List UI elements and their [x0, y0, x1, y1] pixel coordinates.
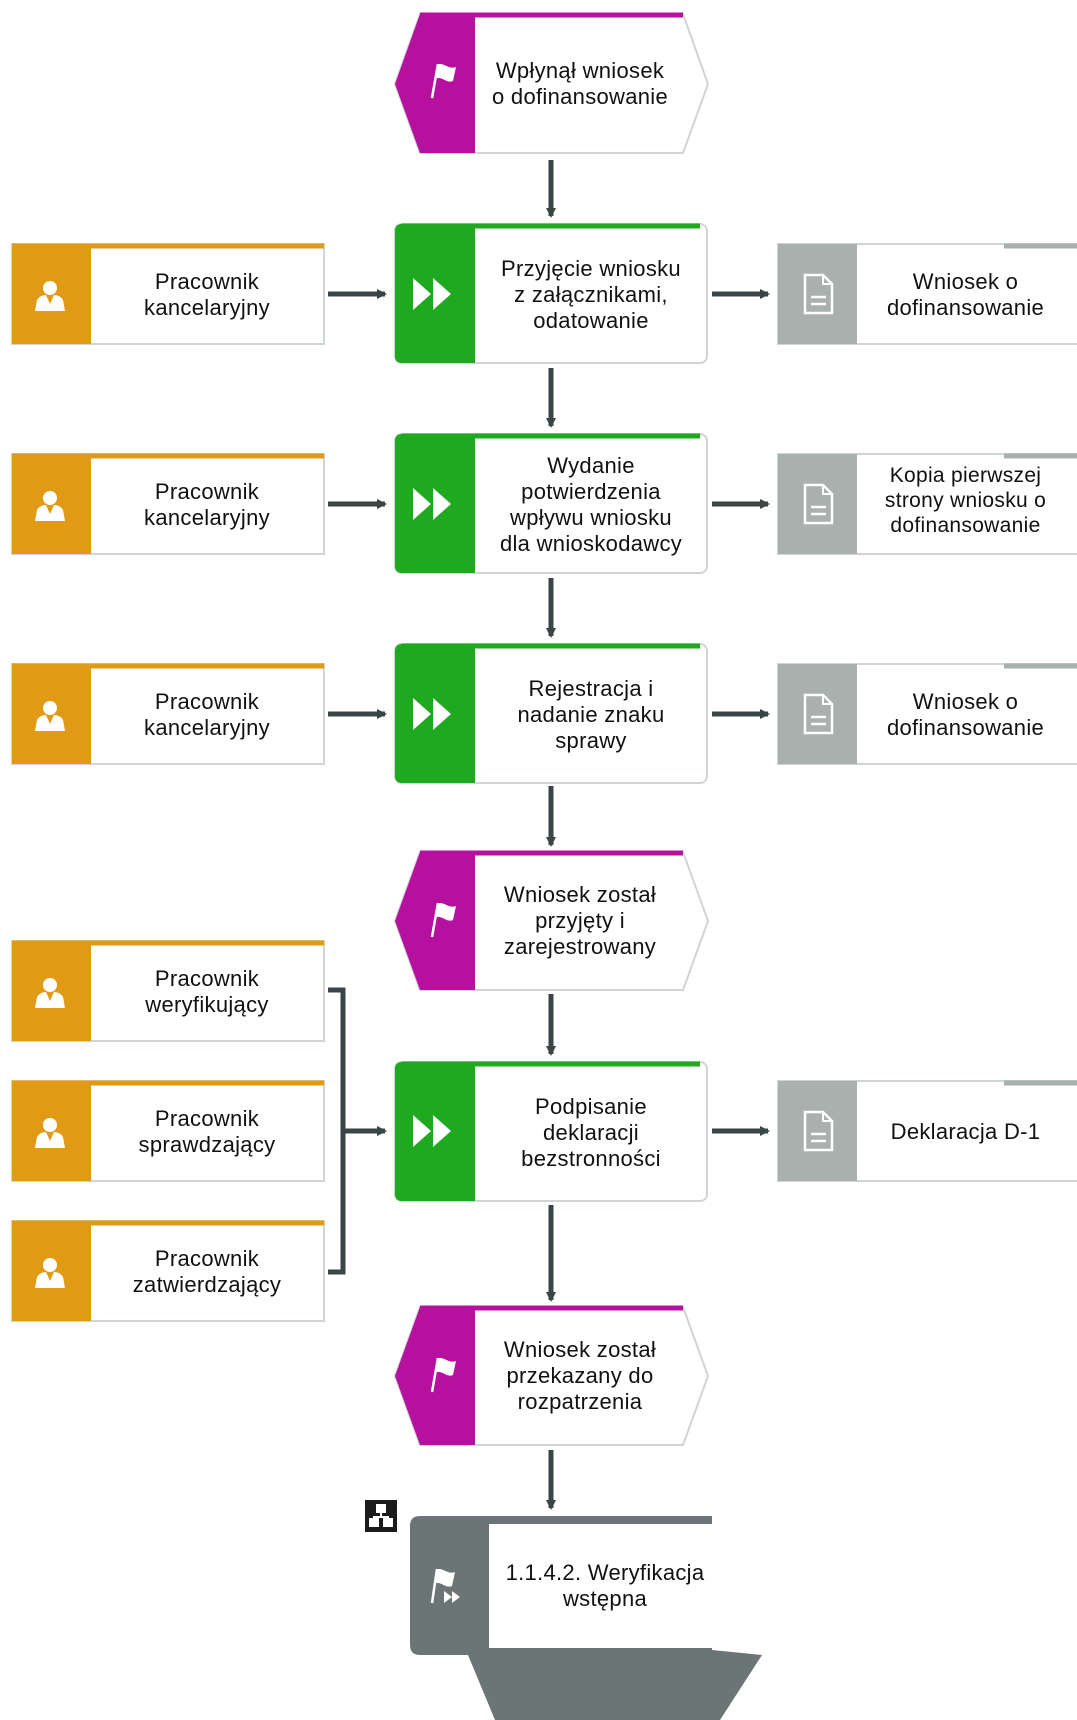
role-label-3: Pracownik kancelaryjny	[144, 689, 270, 740]
document-label-4: Deklaracja D-1	[890, 1119, 1041, 1144]
role-label-5: Pracownik sprawdzający	[138, 1106, 276, 1157]
event-1	[393, 12, 710, 154]
document-label-3: Wniosek o dofinansowanie	[886, 689, 1045, 740]
event-label-2: Wniosek został przyjęty i zarejestrowany	[503, 882, 657, 959]
role-label-4: Pracownik weryfikujący	[145, 966, 269, 1017]
connector-arrows	[328, 289, 770, 1275]
role-6	[11, 1220, 325, 1322]
role-1	[11, 243, 325, 345]
role-label-2: Pracownik kancelaryjny	[144, 479, 270, 530]
event-label-3: Wniosek został przekazany do rozpatrzeni…	[503, 1337, 657, 1414]
process-flag-icon	[430, 1568, 460, 1604]
document-label-1: Wniosek o dofinansowanie	[886, 269, 1045, 320]
event-2	[393, 850, 710, 991]
role-4	[11, 940, 325, 1042]
function-4	[394, 1061, 708, 1202]
document-1	[777, 243, 1077, 345]
function-2	[394, 433, 708, 574]
function-1	[394, 223, 708, 364]
event-label-1: Wpłynął wniosek o dofinansowanie	[491, 58, 669, 109]
function-3	[394, 643, 708, 784]
function-label-3: Rejestracja i nadanie znaku sprawy	[517, 676, 665, 753]
role-label-6: Pracownik zatwierdzający	[132, 1246, 282, 1297]
function-label-1: Przyjęcie wniosku z załącznikami, odatow…	[501, 256, 681, 333]
event-3	[393, 1305, 710, 1446]
role-2	[11, 453, 325, 555]
document-2	[777, 453, 1077, 555]
role-3	[11, 663, 325, 765]
document-label-2: Kopia pierwszej strony wniosku o dofinan…	[884, 463, 1047, 537]
document-4	[777, 1080, 1077, 1182]
hierarchy-icon[interactable]	[365, 1500, 397, 1532]
role-5	[11, 1080, 325, 1182]
process-link[interactable]	[410, 1516, 762, 1720]
role-bracket	[328, 987, 346, 1275]
process-link-label[interactable]: 1.1.4.2. Weryfikacja wstępna	[505, 1560, 705, 1611]
document-3	[777, 663, 1077, 765]
role-label-1: Pracownik kancelaryjny	[144, 269, 270, 320]
function-label-2: Wydanie potwierdzenia wpływu wniosku dla…	[499, 453, 683, 556]
function-label-4: Podpisanie deklaracji bezstronności	[521, 1094, 661, 1171]
